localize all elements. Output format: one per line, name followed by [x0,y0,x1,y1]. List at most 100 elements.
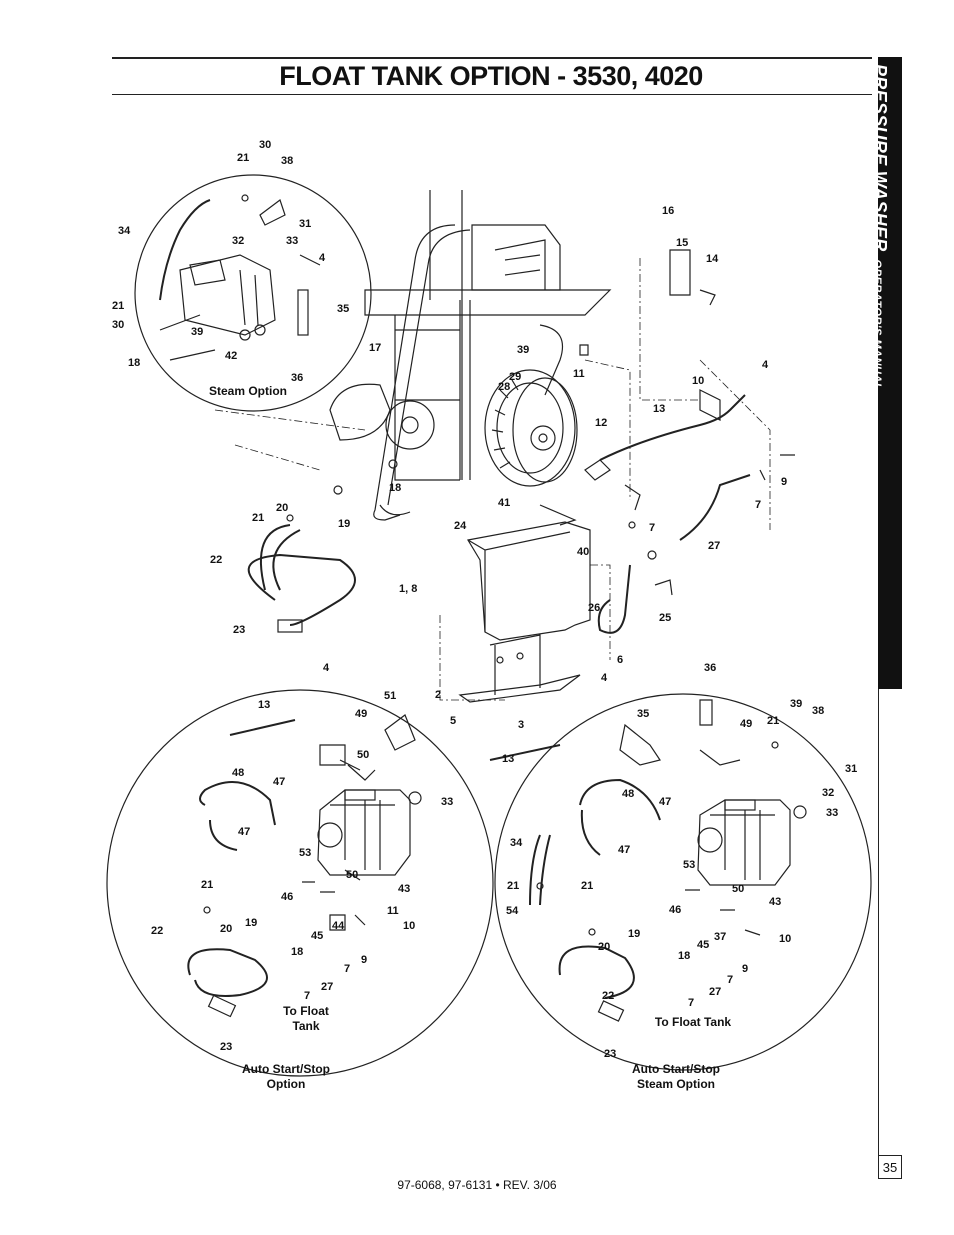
callout-label: 6 [617,654,623,666]
callout-label: 18 [128,357,140,369]
auto-steam-option-detail-circle [494,693,872,1071]
callout-label: 46 [281,891,293,903]
callout-label: 53 [683,859,695,871]
callout-label: 36 [291,372,303,384]
hoses [159,199,751,999]
auto-steam-option-caption-line1: Auto Start/Stop [632,1062,720,1076]
callout-label: 25 [659,612,671,624]
callout-label: 14 [706,253,719,265]
captions: Steam Option To Float Tank To Float Tank… [209,384,731,1091]
callout-label: 11 [573,368,585,380]
spray-gun-assemblies [207,619,625,1022]
callout-label: 4 [323,662,330,674]
callout-label: 21 [237,152,249,164]
callout-label: 15 [676,237,688,249]
callout-label: 35 [337,303,349,315]
callout-label: 19 [628,928,640,940]
callout-label: 28 [498,381,510,393]
callout-label: 45 [311,930,323,942]
callout-label: 34 [510,837,523,849]
callout-label: 33 [286,235,298,247]
callout-label: 49 [740,718,752,730]
callout-label: 21 [252,512,264,524]
sidebar-rule [878,689,879,1155]
to-float-tank-caption-steam: To Float Tank [655,1015,732,1029]
callout-label: 24 [454,520,467,532]
callout-label: 7 [649,522,655,534]
auto-option-pump [317,714,422,876]
drawing-layer [106,174,872,1077]
callout-label: 33 [826,807,838,819]
callout-label: 50 [732,883,744,895]
callout-label: 3 [518,719,524,731]
callout-label: 11 [387,905,399,917]
auto-option-callouts: 4 51 13 49 50 48 47 33 47 53 50 43 46 21… [151,662,453,1053]
callout-label: 10 [692,375,704,387]
callout-label: 4 [601,672,608,684]
callout-label: 23 [604,1048,616,1060]
callout-label: 13 [258,699,270,711]
callout-label: 45 [697,939,709,951]
callout-label: 23 [233,624,245,636]
page-number: 35 [878,1155,902,1179]
callout-label: 10 [779,933,791,945]
callout-label: 21 [581,880,593,892]
callout-label: 50 [357,749,369,761]
steam-option-pump [159,199,321,361]
callout-label: 13 [502,753,514,765]
callout-label: 32 [822,787,834,799]
callout-label: 7 [304,990,310,1002]
callout-label: 26 [588,602,600,614]
auto-steam-option-callouts: 4 36 39 38 35 49 21 31 13 32 48 47 33 34… [502,662,857,1060]
callout-label: 18 [291,946,303,958]
callout-label: 35 [637,708,649,720]
callout-label: 20 [220,923,232,935]
callout-label: 2 [435,689,441,701]
callout-label: 21 [507,880,519,892]
callout-label: 4 [762,359,769,371]
top-rule [112,57,872,59]
callout-label: 38 [812,705,824,717]
callout-label: 1, 8 [399,583,417,595]
to-float-tank-caption-line1: To Float [283,1004,329,1018]
steam-option-caption: Steam Option [209,384,287,398]
callout-label: 40 [577,546,589,558]
callout-label: 27 [321,981,333,993]
auto-option-detail-circle [106,689,494,1077]
leader-lines [214,258,771,701]
callout-label: 32 [232,235,244,247]
callout-label: 7 [755,499,761,511]
callout-label: 4 [319,252,326,264]
callout-label: 42 [225,350,237,362]
callout-label: 12 [595,417,607,429]
callout-label: 27 [709,986,721,998]
footer-text: 97-6068, 97-6131 • REV. 3/06 [397,1178,557,1192]
callout-label: 36 [704,662,716,674]
callout-label: 29 [509,371,521,383]
callout-label: 9 [361,954,367,966]
callout-label: 16 [662,205,674,217]
auto-steam-option-caption-line2: Steam Option [637,1077,715,1091]
auto-steam-option-pump [619,699,807,886]
tank-bracket [458,634,581,703]
callout-label: 51 [384,690,396,702]
callout-label: 10 [403,920,415,932]
callout-label: 9 [781,476,787,488]
callout-label: 38 [281,155,293,167]
callout-label: 47 [238,826,250,838]
callout-label: 21 [767,715,779,727]
callout-label: 50 [346,869,358,881]
callout-label: 27 [708,540,720,552]
callout-label: 19 [245,917,257,929]
callout-label: 18 [678,950,690,962]
callout-label: 33 [441,796,453,808]
to-float-tank-caption-line2: Tank [292,1019,319,1033]
callout-label: 18 [389,482,401,494]
callout-label: 7 [344,963,350,975]
callout-label: 22 [210,554,222,566]
callout-label: 20 [276,502,288,514]
callout-label: 7 [727,974,733,986]
page-title: FLOAT TANK OPTION - 3530, 4020 [279,61,703,91]
callout-label: 19 [338,518,350,530]
